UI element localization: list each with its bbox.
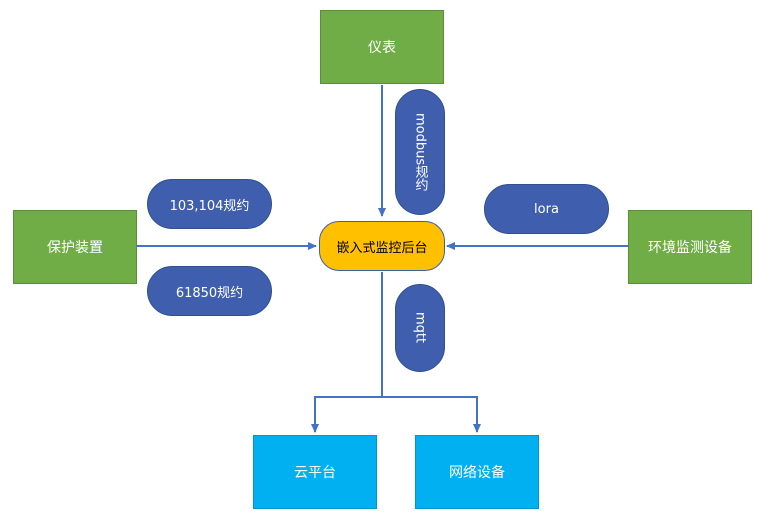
meter-node: 仪表 (320, 10, 444, 84)
environment-monitor-node: 环境监测设备 (628, 210, 752, 284)
modbus-protocol-label: modbus规约 (395, 89, 445, 215)
mqtt-protocol-text: mqtt (412, 312, 428, 344)
embedded-monitor-hub: 嵌入式监控后台 (319, 221, 445, 271)
protection-device-label: 保护装置 (47, 240, 103, 256)
iec-61850-protocol-label: 61850规约 (147, 266, 272, 316)
cloud-platform-node: 云平台 (253, 435, 377, 509)
arrow-hub-to-network (382, 396, 481, 433)
lora-protocol-label: lora (484, 184, 609, 234)
environment-monitor-label: 环境监测设备 (648, 240, 732, 256)
meter-label: 仪表 (368, 40, 396, 56)
arrow-hub-to-cloud (311, 272, 383, 433)
protection-device-node: 保护装置 (13, 210, 137, 284)
modbus-protocol-text: modbus规约 (412, 112, 428, 192)
mqtt-protocol-label: mqtt (395, 284, 445, 372)
hub-label: 嵌入式监控后台 (336, 240, 428, 256)
iec-103-104-protocol-text: 103,104规约 (169, 198, 250, 214)
cloud-platform-label: 云平台 (294, 465, 336, 481)
iec-61850-protocol-text: 61850规约 (175, 285, 244, 301)
network-device-node: 网络设备 (415, 435, 539, 509)
network-device-label: 网络设备 (449, 465, 505, 481)
lora-protocol-text: lora (534, 201, 559, 217)
iec-103-104-protocol-label: 103,104规约 (147, 179, 272, 229)
